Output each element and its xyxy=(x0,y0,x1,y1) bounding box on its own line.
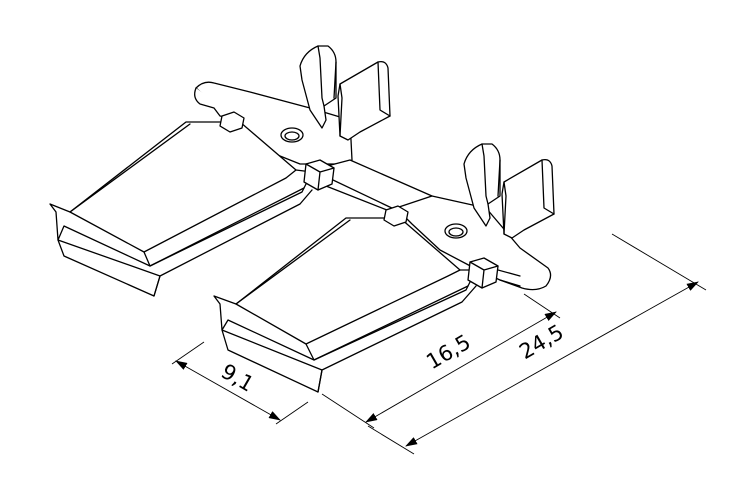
retaining-tabs xyxy=(219,111,499,289)
dimension-label-overall: 24,5 xyxy=(515,320,568,364)
lower-clip xyxy=(463,143,555,239)
tab-lower-left xyxy=(383,205,409,227)
upper-clip-wing-right xyxy=(337,60,391,141)
dimension-label-width: 9,1 xyxy=(217,359,258,396)
upper-clip xyxy=(299,45,391,141)
strip-left-tab xyxy=(194,87,241,121)
dimension-label-pitch: 16,5 xyxy=(422,330,475,374)
upper-clip-wing-left xyxy=(299,45,337,129)
strip-bridge-edge xyxy=(325,185,393,213)
lower-clip-wing-left xyxy=(463,143,501,227)
left-spring-pad xyxy=(49,121,313,297)
lower-clip-wing-right xyxy=(501,158,555,239)
tab-upper-left xyxy=(219,111,245,133)
mounting-holes xyxy=(280,127,468,239)
carrier-strip xyxy=(194,81,552,291)
